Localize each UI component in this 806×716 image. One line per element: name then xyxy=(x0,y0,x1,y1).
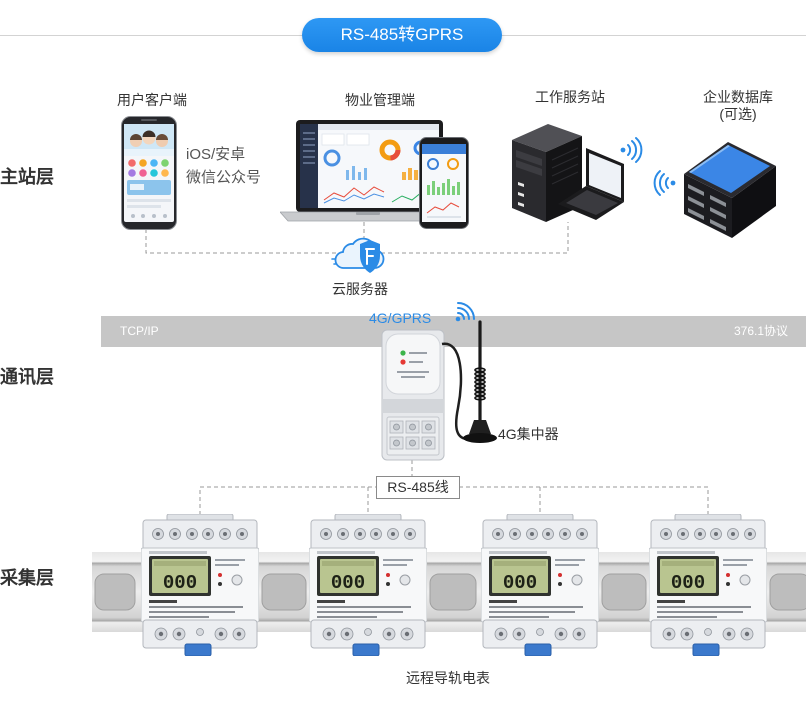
meter-button xyxy=(571,574,583,586)
server-tower xyxy=(512,124,582,222)
database-drive-slots xyxy=(688,184,726,231)
concentrator-label: 4G集中器 xyxy=(498,426,559,442)
meter-indicators xyxy=(215,559,245,586)
concentrator-terminals xyxy=(386,416,440,456)
antenna-base xyxy=(463,433,497,443)
rail-meter-2: 000 xyxy=(309,514,427,656)
meter-nameplate xyxy=(317,600,411,618)
rail-meter-1: 000 xyxy=(141,514,259,656)
pulse-led xyxy=(726,573,730,577)
meter-indicators xyxy=(555,559,585,586)
user-client-label: 用户客户端 xyxy=(117,92,187,108)
concentrator-device xyxy=(381,329,445,461)
protocol-3761-label: 376.1协议 xyxy=(733,324,788,338)
enterprise-db-label: 企业数据库 xyxy=(703,89,773,105)
database-icon xyxy=(684,142,776,238)
app-icon-grid xyxy=(128,159,169,177)
database-top-panel xyxy=(689,145,770,193)
workstation-laptop xyxy=(558,148,624,220)
concentrator-front-panel xyxy=(385,333,441,395)
meter-nameplate xyxy=(657,600,751,618)
laptop-screen xyxy=(300,124,439,208)
pulse-led xyxy=(558,573,562,577)
pulse-led xyxy=(386,573,390,577)
enterprise-db-note: (可选) xyxy=(719,106,757,122)
wifi-signal-icon xyxy=(620,137,643,163)
antenna-cable xyxy=(441,342,471,441)
meter-display-value: 000 xyxy=(163,572,197,594)
rs485-bus-label: RS-485线 xyxy=(376,476,460,499)
meter-lcd: 000 xyxy=(489,556,551,596)
meter-button xyxy=(739,574,751,586)
layer-label-collect: 采集层 xyxy=(0,568,54,588)
meter-indicators xyxy=(383,559,413,586)
meter-display-value: 000 xyxy=(503,572,537,594)
wifi-signal-icon xyxy=(455,302,475,322)
antenna-icon xyxy=(441,320,497,443)
meter-nameplate xyxy=(489,600,583,618)
status-led xyxy=(400,359,406,365)
meter-top-terminal xyxy=(650,514,766,551)
meter-din-clip xyxy=(184,643,212,656)
meter-bottom-terminal xyxy=(310,619,426,649)
meter-lcd: 000 xyxy=(317,556,379,596)
meter-top-terminal xyxy=(310,514,426,551)
rail-meter-3: 000 xyxy=(481,514,599,656)
layer-label-comm: 通讯层 xyxy=(0,367,54,387)
title-pill: RS-485转GPRS xyxy=(302,18,502,52)
meter-nameplate xyxy=(149,600,243,618)
meter-indicators xyxy=(723,559,753,586)
tablet-icon xyxy=(419,137,469,229)
tcpip-label: TCP/IP xyxy=(120,324,159,338)
rail-meter-4: 000 xyxy=(649,514,767,656)
layer-label-master: 主站层 xyxy=(0,167,54,187)
pulse-led xyxy=(218,573,222,577)
network-band: TCP/IP 376.1协议 xyxy=(101,316,806,347)
power-led xyxy=(400,350,406,356)
meter-lcd: 000 xyxy=(149,556,211,596)
rail-slots xyxy=(94,573,806,611)
meters-label: 远程导轨电表 xyxy=(406,670,490,686)
app-platform-wechat: 微信公众号 xyxy=(186,169,262,186)
meter-din-clip xyxy=(352,643,380,656)
meter-din-clip xyxy=(524,643,552,656)
work-station-label: 工作服务站 xyxy=(535,89,605,105)
meter-button xyxy=(231,574,243,586)
meter-bottom-terminal xyxy=(142,619,258,649)
laptop-icon xyxy=(280,120,456,222)
meter-top-terminal xyxy=(142,514,258,551)
meter-display-value: 000 xyxy=(671,572,705,594)
meter-display-value: 000 xyxy=(331,572,365,594)
server-icon xyxy=(512,124,624,222)
phone-icon xyxy=(121,116,177,230)
meter-lcd: 000 xyxy=(657,556,719,596)
meter-button xyxy=(399,574,411,586)
meter-top-terminal xyxy=(482,514,598,551)
cloud-shield-icon xyxy=(331,237,385,273)
wifi-signal-icon xyxy=(653,170,676,196)
cloud-server-label: 云服务器 xyxy=(332,281,388,297)
phone-banner xyxy=(124,124,174,156)
wireless-label: 4G/GPRS xyxy=(369,310,432,326)
app-platform-ios-android: iOS/安卓 xyxy=(186,146,246,163)
meter-bottom-terminal xyxy=(650,619,766,649)
meter-din-clip xyxy=(692,643,720,656)
property-mgmt-label: 物业管理端 xyxy=(345,92,415,108)
meter-bottom-terminal xyxy=(482,619,598,649)
